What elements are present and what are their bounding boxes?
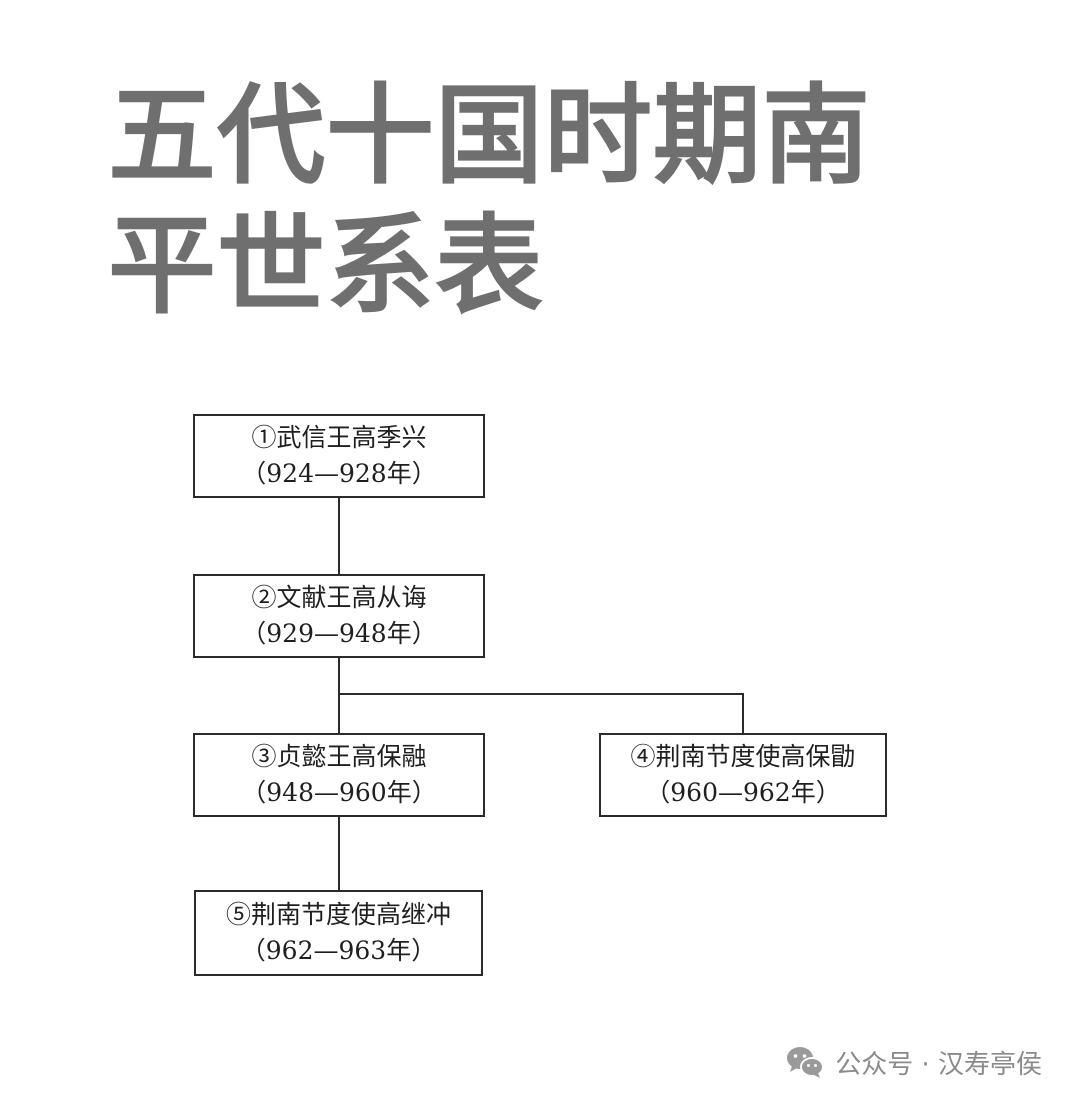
title-line-2: 平世系表 [108,204,545,329]
wechat-icon [787,1047,825,1078]
connector-1-2 [338,497,340,574]
node-ruler-5-name: ⑤荆南节度使高继冲 [225,900,451,929]
node-ruler-3-name: ③贞懿王高保融 [251,742,427,771]
connector-2-branch [338,657,340,734]
node-ruler-5: ⑤荆南节度使高继冲 （962—963年） [194,890,483,976]
node-ruler-2: ②文献王高从诲 （929—948年） [193,574,485,658]
node-ruler-5-years: （962—963年） [240,936,437,965]
connector-3-5 [338,816,340,891]
connector-branch-horizontal [338,693,744,695]
node-ruler-1: ①武信王高季兴 （924—928年） [193,414,485,498]
title-line-1: 五代十国时期南 [108,74,872,199]
node-ruler-2-years: （929—948年） [241,619,437,648]
node-ruler-3-years: （948—960年） [241,778,437,807]
footer-attribution: 公众号 · 汉寿亭侯 [785,1040,1042,1084]
node-ruler-4-name: ④荆南节度使高保勖 [630,742,856,771]
node-ruler-4: ④荆南节度使高保勖 （960—962年） [599,733,887,817]
node-ruler-1-years: （924—928年） [241,459,437,488]
page-title: 五代十国时期南 平世系表 [108,72,968,332]
footer-label: 公众号 · 汉寿亭侯 [835,1049,1042,1080]
node-ruler-2-name: ②文献王高从诲 [251,583,427,612]
connector-branch-4 [742,693,744,734]
node-ruler-3: ③贞懿王高保融 （948—960年） [193,733,485,817]
node-ruler-4-years: （960—962年） [645,778,841,807]
node-ruler-1-name: ①武信王高季兴 [251,423,427,452]
